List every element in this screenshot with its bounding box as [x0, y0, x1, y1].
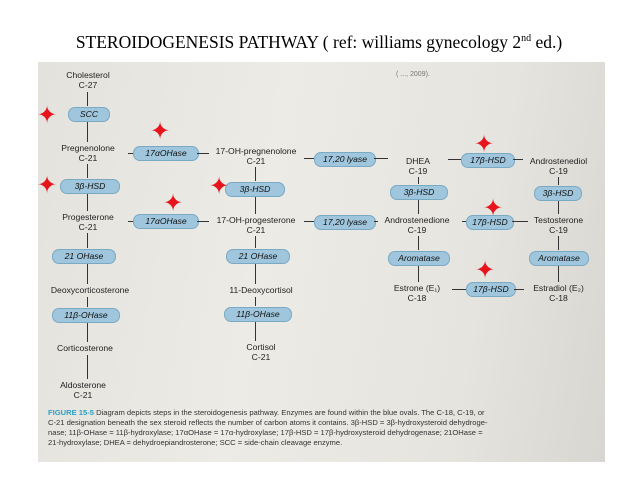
arrow	[87, 194, 88, 211]
node-progesterone-carbons: C-21	[78, 222, 98, 232]
enzyme-17-20-lyase-2: 17,20 lyase	[314, 215, 376, 230]
arrow	[462, 221, 466, 222]
node-aldosterone: Aldosterone	[60, 380, 106, 390]
arrow	[418, 266, 419, 282]
arrow	[558, 236, 559, 250]
arrow	[255, 167, 256, 181]
arrow	[418, 200, 419, 214]
star-icon: ✦	[475, 257, 496, 284]
node-17oh-progesterone: 17-OH-progesterone	[216, 215, 296, 225]
node-17oh-progesterone-carbons: C-21	[246, 225, 266, 235]
node-estradiol: Estradiol (E₂)	[533, 283, 584, 293]
node-estradiol-carbons: C-18	[549, 293, 568, 303]
arrow	[558, 266, 559, 282]
node-dhea-carbons: C-19	[408, 166, 428, 176]
arrow	[452, 289, 466, 290]
node-androstenediol: Androstenediol	[529, 156, 588, 166]
star-icon: ✦	[209, 173, 230, 200]
caption-line-2: C-21 designation beneath the sex steroid…	[48, 418, 488, 427]
enzyme-aromatase-2: Aromatase	[529, 251, 589, 266]
enzyme-21-ohase-2: 21 OHase	[226, 249, 290, 264]
arrow	[558, 201, 559, 214]
arrow	[128, 153, 133, 154]
caption-line-1: FIGURE 15-5 Diagram depicts steps in the…	[48, 408, 485, 417]
enzyme-3b-hsd-1: 3β-HSD	[60, 179, 120, 194]
arrow	[304, 158, 314, 159]
star-icon: ✦	[474, 131, 495, 158]
node-testosterone-carbons: C-19	[549, 225, 568, 235]
arrow	[558, 177, 559, 185]
node-androstenediol-carbons: C-19	[549, 166, 568, 176]
arrow	[87, 164, 88, 178]
star-icon: ✦	[483, 195, 504, 222]
arrow	[197, 153, 209, 154]
node-cortisol: Cortisol	[246, 342, 276, 352]
enzyme-21-ohase-1: 21 OHase	[52, 249, 116, 264]
enzyme-17b-hsd-3: 17β-HSD	[466, 282, 516, 297]
caption-line-3: nase; 11β-OHase = 11β-hydroxylase; 17αOH…	[48, 428, 483, 437]
arrow	[255, 297, 256, 306]
enzyme-17b-hsd-1: 17β-HSD	[461, 153, 515, 168]
node-17oh-pregnenolone: 17-OH-pregnenolone	[215, 146, 297, 156]
enzyme-11b-ohase-2: 11β-OHase	[224, 307, 292, 322]
node-cortisol-carbons: C-21	[251, 352, 271, 362]
node-androstenedione: Androstenedione	[384, 215, 450, 225]
arrow	[87, 92, 88, 106]
cropped-text-snippet: ( ..., 2009).	[396, 71, 430, 78]
arrow	[87, 297, 88, 307]
arrow	[87, 264, 88, 284]
enzyme-scc: SCC	[68, 107, 110, 122]
arrow	[514, 289, 524, 290]
arrow	[87, 323, 88, 342]
enzyme-17b-hsd-2: 17β-HSD	[466, 215, 514, 230]
slide-title: STEROIDOGENESIS PATHWAY ( ref: williams …	[75, 32, 563, 52]
arrow	[374, 221, 378, 222]
node-cholesterol: Cholesterol	[66, 70, 110, 80]
node-progesterone: Progesterone	[62, 212, 114, 222]
enzyme-3b-hsd-2: 3β-HSD	[225, 182, 285, 197]
arrow	[255, 264, 256, 284]
arrow	[197, 221, 209, 222]
node-estrone-carbons: C-18	[407, 293, 427, 303]
arrow	[128, 221, 133, 222]
node-pregnenolone: Pregnenolone	[61, 143, 115, 153]
arrow	[87, 355, 88, 379]
caption-label: FIGURE 15-5	[48, 408, 94, 417]
arrow	[512, 221, 528, 222]
node-estrone: Estrone (E₁)	[393, 283, 441, 293]
node-corticosterone: Corticosterone	[57, 343, 113, 353]
arrow	[255, 197, 256, 214]
arrow	[304, 221, 314, 222]
node-11-deoxycortisol: 11-Deoxycortisol	[229, 285, 293, 295]
enzyme-3b-hsd-3: 3β-HSD	[390, 185, 448, 200]
arrow	[255, 236, 256, 248]
star-icon: ✦	[37, 102, 58, 129]
arrow	[418, 236, 419, 250]
arrow	[87, 233, 88, 248]
enzyme-aromatase-1: Aromatase	[388, 251, 450, 266]
textbook-figure-photo: ( ..., 2009). Cholesterol C-27 SCC Pregn…	[38, 62, 605, 462]
enzyme-11b-ohase-1: 11β-OHase	[52, 308, 120, 323]
node-dhea: DHEA	[406, 156, 430, 166]
node-testosterone: Testosterone	[533, 215, 584, 225]
arrow	[448, 159, 461, 160]
node-pregnenolone-carbons: C-21	[78, 153, 98, 163]
arrow	[255, 322, 256, 341]
node-deoxycorticosterone: Deoxycorticosterone	[50, 285, 130, 295]
star-icon: ✦	[163, 190, 184, 217]
caption-line-4: 21-hydroxylase; DHEA = dehydroepiandrost…	[48, 438, 343, 447]
node-17oh-pregnenolone-carbons: C-21	[246, 156, 266, 166]
star-icon: ✦	[150, 118, 171, 145]
arrow	[87, 122, 88, 142]
node-aldosterone-carbons: C-21	[73, 390, 93, 400]
node-androstenedione-carbons: C-19	[407, 225, 427, 235]
arrow	[418, 177, 419, 184]
enzyme-17-20-lyase-1: 17,20 lyase	[314, 152, 376, 167]
enzyme-3b-hsd-4: 3β-HSD	[534, 186, 582, 201]
star-icon: ✦	[37, 172, 58, 199]
node-cholesterol-carbons: C-27	[78, 80, 98, 90]
arrow	[513, 159, 523, 160]
arrow	[374, 158, 388, 159]
enzyme-17a-ohase-1: 17αOHase	[133, 146, 199, 161]
